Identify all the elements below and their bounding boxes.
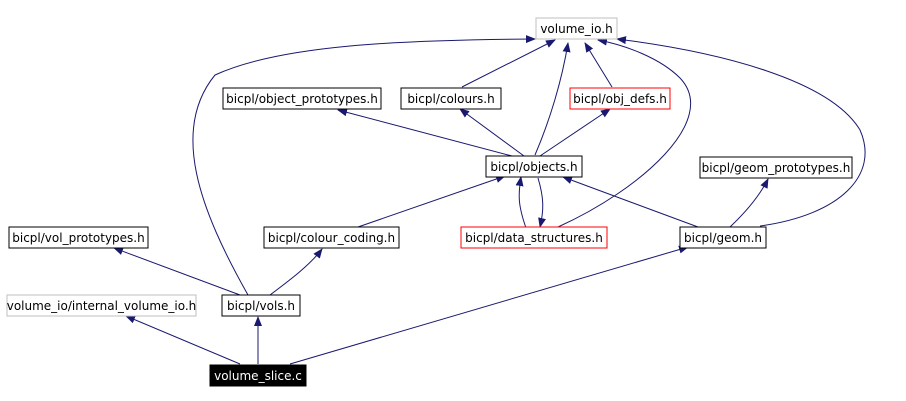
- edge-geom-to-objects: [562, 176, 699, 228]
- edge-objects-to-data-structures: [537, 177, 546, 228]
- node-geom-prototypes[interactable]: bicpl/geom_prototypes.h: [699, 156, 853, 179]
- edge-obj-defs-to-volume-io: [584, 42, 613, 88]
- node-label: volume_io.h: [540, 22, 612, 36]
- node-label: bicpl/colour_coding.h: [268, 231, 395, 245]
- edge-data-structures-to-volume-io: [557, 37, 692, 228]
- node-label: volume_io/internal_volume_io.h: [7, 299, 197, 313]
- node-vols[interactable]: bicpl/vols.h: [221, 294, 301, 317]
- edge-vols-to-volume-io: [192, 35, 536, 296]
- nodes: volume_io.h bicpl/object_prototypes.h bi…: [6, 17, 853, 387]
- node-vol-prototypes[interactable]: bicpl/vol_prototypes.h: [8, 226, 149, 249]
- node-label: bicpl/vol_prototypes.h: [12, 231, 144, 245]
- node-volume-slice-root[interactable]: volume_slice.c: [209, 364, 307, 387]
- edge-colour-coding-to-objects: [357, 175, 506, 228]
- edges: [113, 35, 866, 365]
- node-label: bicpl/obj_defs.h: [573, 92, 667, 106]
- node-objects[interactable]: bicpl/objects.h: [485, 155, 583, 178]
- node-object-prototypes[interactable]: bicpl/object_prototypes.h: [222, 87, 382, 110]
- node-obj-defs[interactable]: bicpl/obj_defs.h: [569, 87, 671, 110]
- node-internal-volume-io[interactable]: volume_io/internal_volume_io.h: [6, 294, 197, 317]
- edge-vols-to-colour-coding: [269, 248, 323, 296]
- edge-geom-to-geom-prototypes: [729, 178, 769, 228]
- node-data-structures[interactable]: bicpl/data_structures.h: [460, 226, 608, 249]
- node-label: bicpl/objects.h: [490, 160, 577, 174]
- node-label: bicpl/object_prototypes.h: [226, 92, 378, 106]
- node-colour-coding[interactable]: bicpl/colour_coding.h: [263, 226, 400, 249]
- edge-vols-to-vol-prototypes: [113, 247, 241, 296]
- edge-objects-to-object-prototypes: [337, 108, 513, 157]
- edge-volume-slice-to-geom: [289, 245, 689, 365]
- node-colours[interactable]: bicpl/colours.h: [400, 87, 502, 110]
- node-label: bicpl/geom.h: [684, 231, 762, 245]
- edge-geom-to-volume-io: [616, 36, 866, 227]
- node-volume-io[interactable]: volume_io.h: [535, 17, 618, 40]
- edge-objects-to-colours: [459, 108, 525, 157]
- node-label: bicpl/geom_prototypes.h: [702, 161, 851, 175]
- edge-volume-slice-to-internal-volume-io: [125, 315, 241, 365]
- node-label: bicpl/colours.h: [407, 92, 494, 106]
- edge-data-structures-to-objects: [515, 176, 527, 229]
- edge-objects-to-volume-io: [534, 42, 571, 156]
- edge-objects-to-obj-defs: [539, 108, 611, 157]
- node-label: volume_slice.c: [214, 369, 302, 383]
- node-label: bicpl/vols.h: [227, 299, 295, 313]
- edge-colours-to-volume-io: [461, 39, 556, 88]
- node-label: bicpl/data_structures.h: [465, 231, 603, 245]
- node-geom[interactable]: bicpl/geom.h: [679, 226, 767, 249]
